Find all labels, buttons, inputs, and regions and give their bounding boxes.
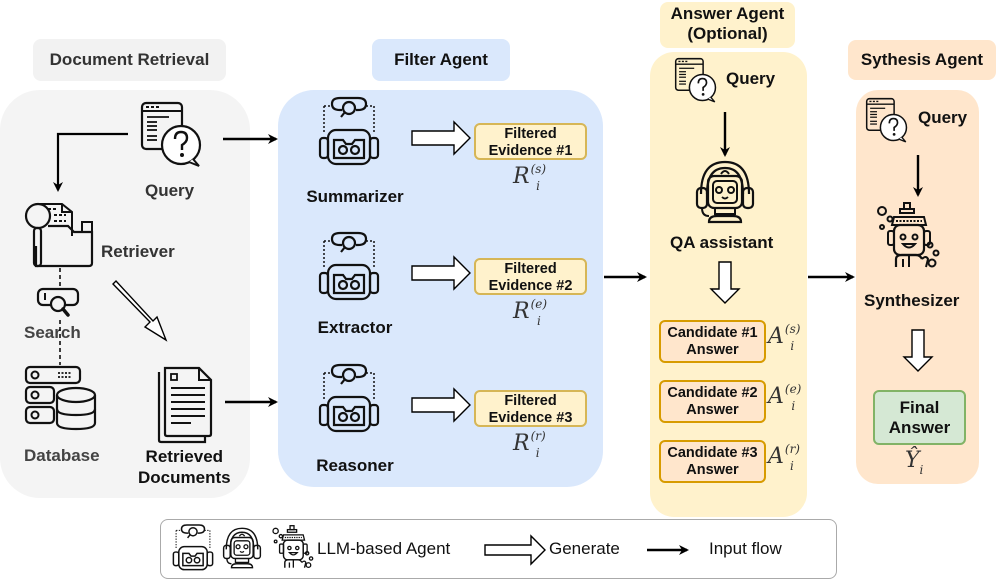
candidate-answer-box: Candidate #3 Answer [659, 440, 766, 483]
generate-hollow-arrow [411, 255, 471, 291]
candidate-answer-box: Candidate #1 Answer [659, 320, 766, 363]
synthesis-query-label: Query [918, 108, 968, 127]
final-answer-symbol: Ŷi [905, 448, 924, 478]
generate-hollow-arrow [411, 387, 471, 423]
answer-query-label: Query [726, 69, 776, 88]
legend: LLM-based Agent Generate Input flow [160, 519, 837, 579]
filtered-evidence-box: Filtered Evidence #3 [474, 390, 587, 427]
database-icon [24, 365, 97, 431]
legend-generate-label: Generate [549, 539, 620, 558]
database-label: Database [24, 446, 100, 465]
filter-title: Filter Agent [372, 39, 510, 81]
synthesizer-label: Synthesizer [864, 291, 960, 310]
synthesizer-icon [876, 201, 940, 269]
retriever-label: Retriever [101, 242, 175, 261]
synthesis-title: Sythesis Agent [848, 40, 996, 80]
retrieval-query-label: Query [145, 181, 195, 200]
retriever-folder-icon [24, 202, 94, 268]
legend-agent-label: LLM-based Agent [317, 539, 451, 558]
legend-input-flow-label: Input flow [709, 539, 782, 558]
evidence-symbol: R(r)i [513, 428, 546, 461]
evidence-symbol: R(s)i [513, 161, 547, 194]
answer-generate-arrow [709, 261, 741, 304]
filter-agent-name: Summarizer [306, 187, 404, 206]
synthesis-generate-arrow [902, 329, 934, 372]
filter-agent-name: Reasoner [316, 456, 394, 475]
search-icon [36, 287, 80, 317]
qa-assistant-label: QA assistant [670, 233, 774, 252]
search-label: Search [24, 323, 81, 342]
filter-agent-name: Extractor [317, 318, 393, 337]
query-to-retriever-arrow [53, 132, 128, 192]
candidate-symbol: A(e)i [768, 381, 802, 414]
filtered-evidence-box: Filtered Evidence #2 [474, 258, 587, 295]
evidence-symbol: R(e)i [513, 296, 548, 329]
filtered-evidence-box: Filtered Evidence #1 [474, 123, 587, 160]
answer-title: Answer Agent (Optional) [660, 2, 795, 48]
candidate-symbol: A(r)i [768, 441, 800, 474]
candidate-symbol: A(s)i [768, 321, 801, 354]
legend-generate-arrow [484, 534, 689, 566]
retrieval-title: Document Retrieval [33, 39, 226, 81]
generate-hollow-arrow [411, 120, 471, 156]
candidate-answer-box: Candidate #2 Answer [659, 380, 766, 423]
retrieved-docs-label: Retrieved Documents [138, 447, 231, 487]
final-answer-box: Final Answer [873, 390, 966, 445]
retrieve-hollow-arrow [112, 279, 168, 342]
documents-icon [157, 366, 213, 444]
